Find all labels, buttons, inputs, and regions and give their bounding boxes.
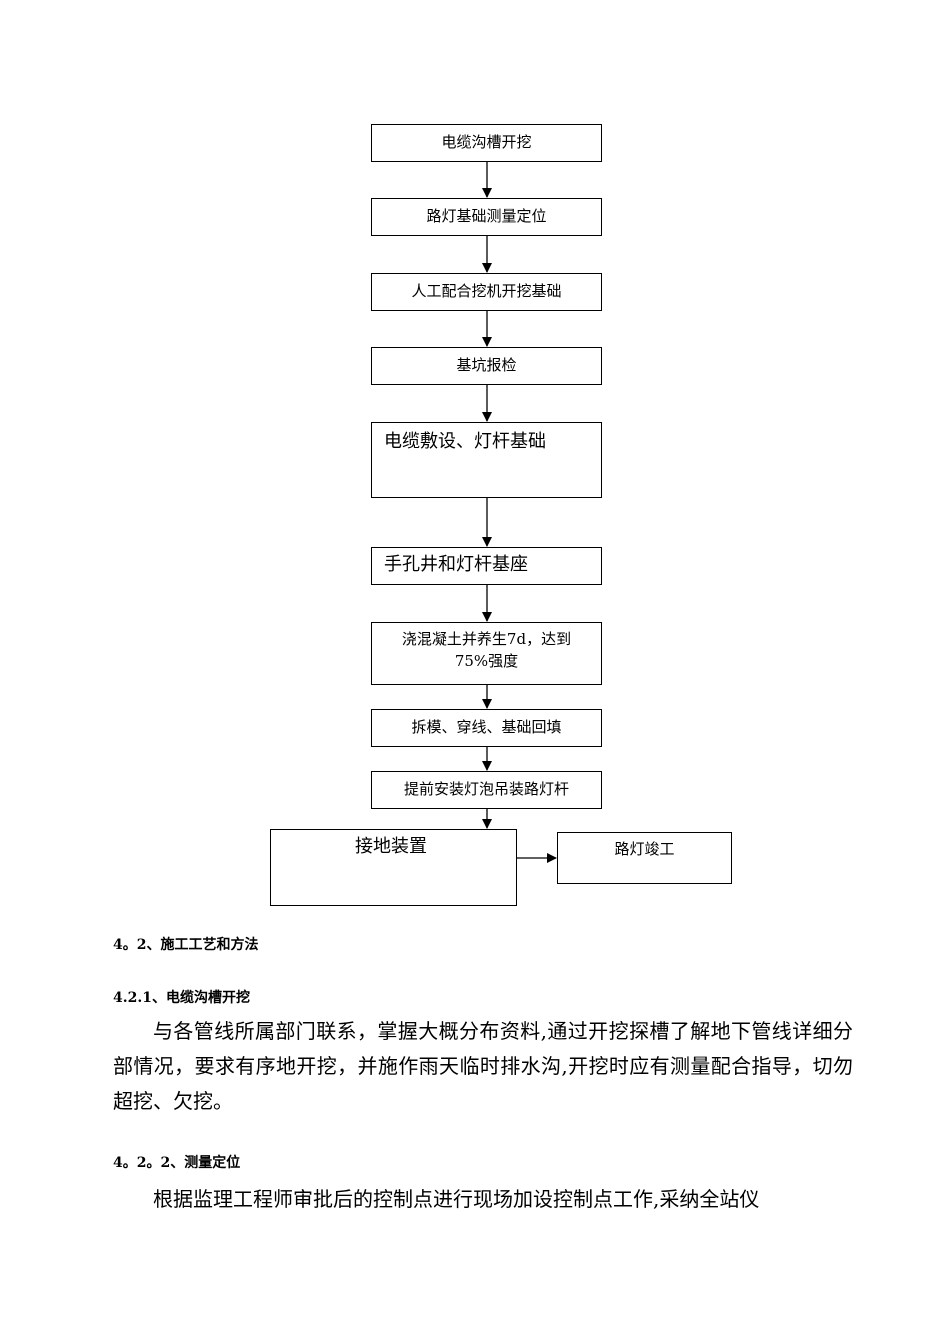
section-heading-4-2: 4。2、施工工艺和方法 — [113, 937, 259, 953]
flow-step-cable-trench: 电缆沟槽开挖 — [371, 124, 602, 162]
flow-step-pole-install: 提前安装灯泡吊装路灯杆 — [371, 771, 602, 809]
flow-step-concrete: 浇混凝土并养生7d，达到 75%强度 — [371, 622, 602, 685]
flow-step-label: 基坑报检 — [456, 356, 517, 374]
flow-step-label: 75%强度 — [454, 652, 519, 670]
section-body-4-2-2: 根据监理工程师审批后的控制点进行现场加设控制点工作,采纳全站仪 — [153, 1187, 760, 1211]
flow-step-grounding: 接地装置 — [270, 829, 517, 906]
flow-step-label: 路灯基础测量定位 — [426, 207, 547, 225]
flow-step-pit-inspection: 基坑报检 — [371, 347, 602, 385]
flow-step-cable-laying: 电缆敷设、灯杆基础 — [371, 422, 602, 498]
flow-step-label: 接地装置 — [355, 836, 427, 857]
section-heading-4-2-2: 4。2。2、测量定位 — [113, 1155, 241, 1171]
flow-step-label: 拆模、穿线、基础回填 — [411, 718, 562, 736]
flow-step-label: 人工配合挖机开挖基础 — [411, 282, 562, 300]
flow-step-completion: 路灯竣工 — [557, 832, 732, 884]
section-heading-4-2-1: 4.2.1、电缆沟槽开挖 — [113, 990, 250, 1006]
flow-step-survey: 路灯基础测量定位 — [371, 198, 602, 236]
flow-step-label: 电缆沟槽开挖 — [441, 133, 532, 151]
flow-step-label: 路灯竣工 — [614, 840, 675, 858]
flow-step-label: 浇混凝土并养生7d，达到 — [401, 630, 572, 648]
flow-step-handhole: 手孔井和灯杆基座 — [371, 547, 602, 585]
flow-step-excavation: 人工配合挖机开挖基础 — [371, 273, 602, 311]
flow-step-label: 提前安装灯泡吊装路灯杆 — [403, 780, 569, 798]
flow-step-label: 电缆敷设、灯杆基础 — [384, 431, 546, 452]
section-body-4-2-1: 与各管线所属部门联系，掌握大概分布资料,通过开挖探槽了解地下管线详细分部情况，要… — [113, 1019, 853, 1113]
flow-step-label: 手孔井和灯杆基座 — [384, 554, 528, 575]
flow-step-backfill: 拆模、穿线、基础回填 — [371, 709, 602, 747]
